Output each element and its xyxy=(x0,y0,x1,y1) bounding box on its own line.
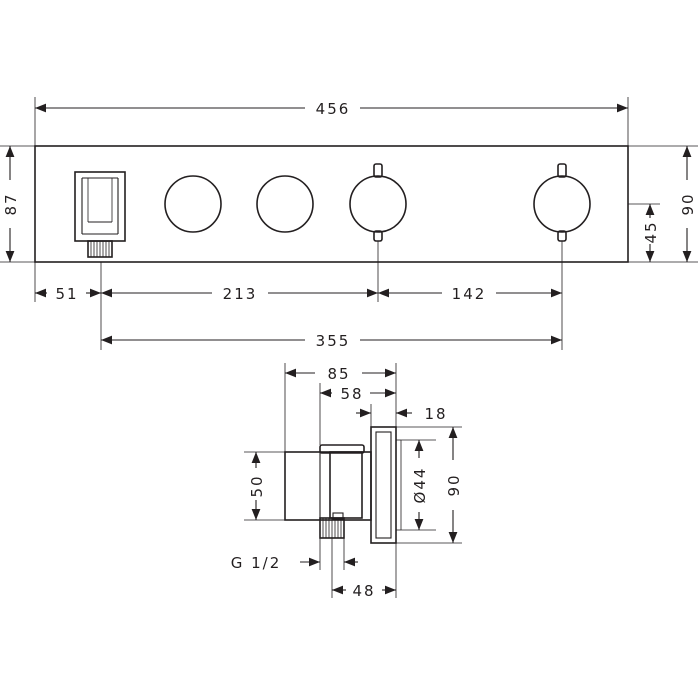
dim-depth-body-label: 58 xyxy=(340,385,363,403)
dim-height-left-label: 87 xyxy=(2,192,20,215)
dim-knob-height: 45 xyxy=(628,203,660,262)
dim-depth-body: 58 xyxy=(320,385,396,403)
side-plate xyxy=(370,426,397,544)
dim-side-height-right: 90 xyxy=(445,427,463,543)
dim-spacing-right: 142 xyxy=(378,285,562,303)
dim-side-height-left: 50 xyxy=(248,452,266,520)
side-outlet-body xyxy=(284,444,372,539)
dim-knob-height-label: 45 xyxy=(642,220,660,243)
dim-offset-left: 51 xyxy=(35,285,101,303)
knob-3-thermostat xyxy=(349,163,407,242)
dim-height-right: 90 xyxy=(628,145,698,263)
side-view: 85 58 18 50 Ø44 90 xyxy=(231,363,463,600)
dim-depth-total: 85 xyxy=(285,365,396,383)
dim-height-left: 87 xyxy=(0,145,35,263)
dim-height-right-label: 90 xyxy=(679,192,697,215)
knob-1 xyxy=(164,175,222,233)
dim-spacing-right-label: 142 xyxy=(452,285,487,303)
dim-spacing-main-label: 213 xyxy=(223,285,258,303)
dim-total-width-label: 456 xyxy=(316,100,351,118)
front-view: 456 87 90 45 xyxy=(0,97,698,350)
dim-knob-diameter: Ø44 xyxy=(411,440,429,530)
dim-span-total: 355 xyxy=(101,332,562,350)
dim-span-total-label: 355 xyxy=(316,332,351,350)
dim-outlet-width-label: 48 xyxy=(352,582,375,600)
knob-4-thermostat xyxy=(533,163,591,242)
dim-thread-label: G 1/2 xyxy=(231,554,282,572)
dim-outlet-width: 48 xyxy=(332,582,396,600)
cover-plate xyxy=(34,145,629,263)
dim-total-width: 456 xyxy=(34,97,629,146)
dim-side-height-left-label: 50 xyxy=(248,474,266,497)
dim-offset-left-label: 51 xyxy=(55,285,78,303)
knob-2 xyxy=(256,175,314,233)
dim-thread: G 1/2 xyxy=(231,554,358,572)
shower-outlet-holder xyxy=(74,171,126,258)
dim-side-height-right-label: 90 xyxy=(445,473,463,496)
dim-spacing-main: 213 xyxy=(101,285,378,303)
dim-plate-thickness: 18 xyxy=(356,405,447,423)
dim-knob-diameter-label: Ø44 xyxy=(411,467,429,504)
dim-depth-total-label: 85 xyxy=(327,365,350,383)
dim-plate-thickness-label: 18 xyxy=(424,405,447,423)
